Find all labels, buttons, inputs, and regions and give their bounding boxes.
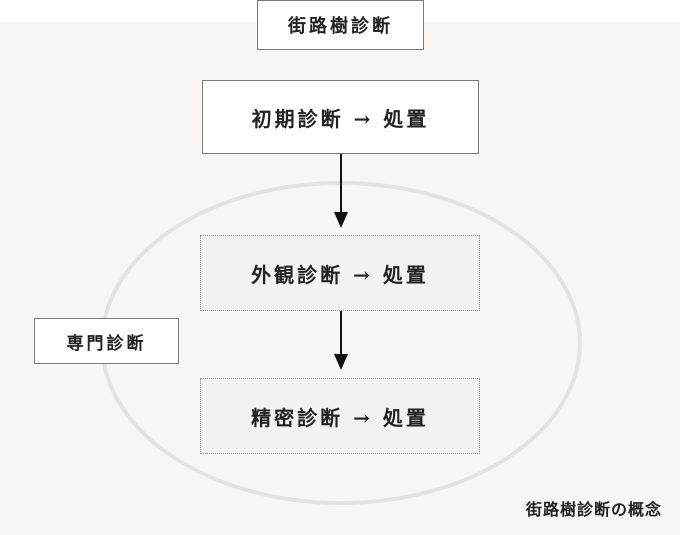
visual-diagnosis-label: 外観診断 → 処置 [251, 262, 429, 287]
diagram-caption: 街路樹診断の概念 [525, 500, 662, 519]
detailed-diagnosis-label: 精密診断 → 処置 [251, 405, 429, 430]
expert-diagnosis-box: 専門診断 [34, 318, 179, 364]
arrow-initial-to-visual [334, 154, 348, 228]
visual-diagnosis-box: 外観診断 → 処置 [200, 235, 480, 311]
diagram-title-box: 街路樹診断 [257, 0, 424, 50]
initial-diagnosis-box: 初期診断 → 処置 [202, 80, 479, 154]
arrow-visual-to-detailed [334, 311, 348, 370]
diagram-title: 街路樹診断 [288, 16, 393, 37]
initial-diagnosis-label: 初期診断 → 処置 [251, 106, 430, 131]
detailed-diagnosis-box: 精密診断 → 処置 [200, 378, 480, 454]
expert-diagnosis-label: 専門診断 [66, 333, 147, 354]
